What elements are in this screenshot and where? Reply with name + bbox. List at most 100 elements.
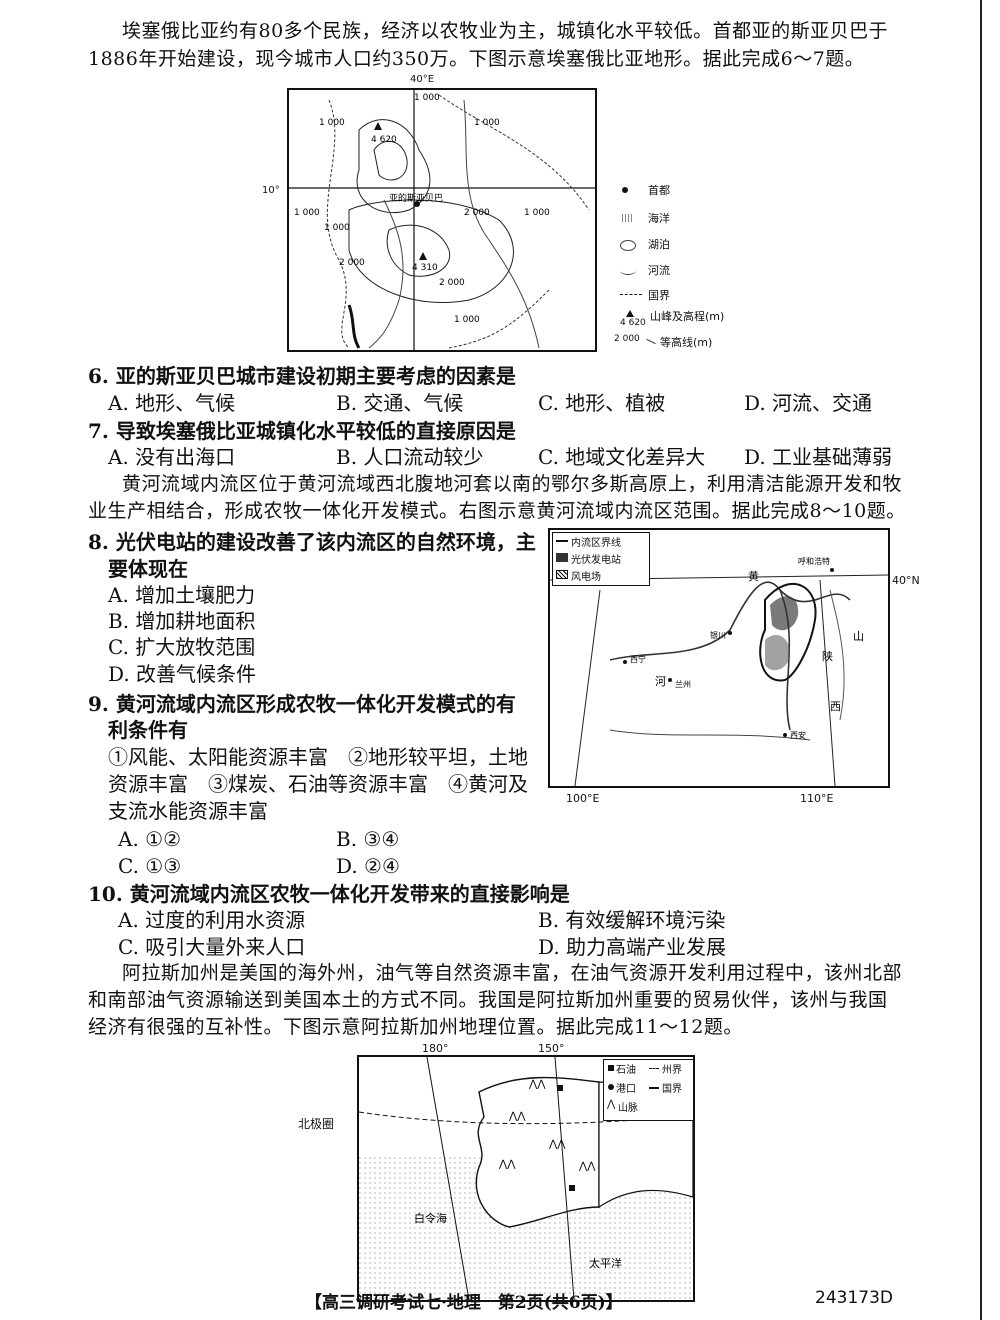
passage2-line1: 黄河流域内流区位于黄河流域西北腹地河套以南的鄂尔多斯高原上，利用清洁能源开发和牧 — [122, 473, 903, 495]
map3-legend-port: 港口 — [616, 1084, 636, 1095]
map1-contour-label: 1 000 — [319, 118, 345, 128]
map1-border-north — [438, 94, 590, 211]
q6-option-c[interactable]: C. 地形、植被 — [538, 391, 666, 415]
map1-contour-north — [356, 119, 431, 214]
passage1-line2: 1886年开始建设，现今城市人口约350万。下图示意埃塞俄比亚地形。据此完成6～… — [88, 48, 865, 70]
q9-stem-line2: 利条件有 — [108, 718, 188, 742]
map2-place: 西宁 — [630, 654, 646, 664]
map2-lat-label: 40°N — [892, 574, 920, 587]
map1-contour-label: 1 000 — [454, 315, 480, 325]
map1-border-south — [448, 289, 550, 349]
map1-peak1: 4 620 — [371, 135, 397, 145]
contour-icon — [646, 338, 656, 345]
border-icon — [620, 294, 642, 295]
q9-stem-line1: 9. 黄河流域内流区形成农牧一体化开发模式的有 — [88, 692, 516, 716]
legend-lake: 湖泊 — [648, 238, 670, 251]
pv-icon — [556, 553, 568, 562]
national-border-icon — [649, 1087, 659, 1089]
q8-option-a[interactable]: A. 增加土壤肥力 — [108, 583, 256, 607]
q8-option-b[interactable]: B. 增加耕地面积 — [108, 609, 256, 633]
q10-option-d[interactable]: D. 助力高端产业发展 — [538, 935, 727, 959]
mountain-icon: ⋀⋀ — [498, 1159, 516, 1170]
q8-stem-line2: 要体现在 — [108, 557, 188, 581]
map1-contour-label: 1 000 — [414, 93, 440, 103]
peak-marker-icon — [374, 122, 382, 130]
oil-icon — [608, 1065, 614, 1071]
map2-pv-area — [770, 596, 799, 631]
mountain-icon: ⋀⋀ — [578, 1161, 596, 1172]
map1-contour-inner-south — [386, 224, 451, 277]
q9-option-d[interactable]: D. ②④ — [336, 854, 400, 878]
legend-peak-value: 4 620 — [620, 318, 646, 328]
map2-place: 西安 — [790, 730, 806, 740]
footer-title: 【高三调研考试七·地理 第2页(共6页)】 — [305, 1293, 623, 1313]
map2-meridian-left — [574, 589, 601, 786]
legend-capital: 首都 — [648, 184, 670, 197]
map1-contour-label: 1 000 — [294, 208, 320, 218]
map3-bering-sea: 白令海 — [414, 1211, 447, 1225]
q9-items-line3: 支流水能资源丰富 — [108, 799, 268, 823]
q6-option-b[interactable]: B. 交通、气候 — [336, 391, 464, 415]
map3-meridian-180 — [426, 1057, 470, 1300]
q10-option-b[interactable]: B. 有效缓解环境污染 — [538, 908, 726, 932]
wind-icon — [556, 570, 568, 579]
map2-place: 西 — [830, 700, 841, 713]
mountain-legend-icon: ⋀ — [607, 1099, 616, 1110]
map2-inland-boundary — [759, 582, 817, 682]
map3-lon-150: 150° — [538, 1042, 565, 1055]
q6-stem: 6. 亚的斯亚贝巴城市建设初期主要考虑的因素是 — [88, 364, 516, 388]
map1-svg: 亚的斯亚贝巴 4 620 4 310 1 000 1 000 1 000 1 0… — [289, 90, 595, 350]
q7-option-a[interactable]: A. 没有出海口 — [108, 445, 236, 469]
map1-contour-label: 2 000 — [439, 278, 465, 288]
city-icon — [623, 660, 627, 664]
q8-stem-line1: 8. 光伏电站的建设改善了该内流区的自然环境，主 — [88, 530, 536, 554]
passage3-line3: 经济有很强的互补性。下图示意阿拉斯加州地理位置。据此完成11～12题。 — [88, 1016, 743, 1038]
q6-option-d[interactable]: D. 河流、交通 — [744, 391, 873, 415]
map2-yellow-river — [609, 581, 851, 661]
q7-option-b[interactable]: B. 人口流动较少 — [336, 445, 484, 469]
mountain-icon: ⋀⋀ — [508, 1111, 526, 1122]
legend-contour: 等高线(m) — [660, 336, 713, 349]
q7-option-c[interactable]: C. 地域文化差异大 — [538, 445, 706, 469]
map3-legend-state-border: 州界 — [662, 1065, 682, 1076]
map2-legend-boundary: 内流区界线 — [571, 538, 621, 549]
oil-field-icon — [557, 1085, 563, 1091]
map3-alaska-landmass — [475, 1076, 600, 1228]
map2-place: 兰州 — [675, 679, 691, 689]
map3-alaska: ⋀⋀ ⋀⋀ ⋀⋀ ⋀⋀ ⋀⋀ 白令海 太平洋 石油 州界 港口 国界 ⋀ 山脉 — [357, 1055, 695, 1302]
q8-option-d[interactable]: D. 改善气候条件 — [108, 662, 257, 686]
peak-icon — [626, 310, 634, 317]
q6-option-a[interactable]: A. 地形、气候 — [108, 391, 236, 415]
map1-lake — [347, 304, 361, 349]
city-icon — [728, 631, 732, 635]
map2-place: 呼和浩特 — [798, 556, 830, 566]
q10-option-a[interactable]: A. 过度的利用水资源 — [118, 908, 306, 932]
map1-contour-label: 1 000 — [474, 118, 500, 128]
lake-icon — [620, 240, 636, 251]
map3-pacific: 太平洋 — [589, 1256, 622, 1270]
map3-legend: 石油 州界 港口 国界 ⋀ 山脉 — [603, 1059, 693, 1121]
map2-lon-left: 100°E — [566, 792, 600, 805]
map1-peak2: 4 310 — [412, 263, 438, 273]
map2-place: 河 — [655, 675, 666, 688]
q9-option-a[interactable]: A. ①② — [118, 827, 182, 851]
river-icon — [620, 266, 636, 275]
mountain-icon: ⋀⋀ — [548, 1139, 566, 1150]
legend-ocean: 海洋 — [648, 212, 670, 225]
q9-option-b[interactable]: B. ③④ — [336, 827, 400, 851]
q7-option-d[interactable]: D. 工业基础薄弱 — [744, 445, 893, 469]
map2-place: 黄 — [748, 569, 759, 583]
city-icon — [668, 678, 672, 682]
passage1-line1: 埃塞俄比亚约有80多个民族，经济以农牧业为主，城镇化水平较低。首都亚的斯亚贝巴于 — [122, 20, 889, 42]
map1-contour-label: 1 000 — [524, 208, 550, 218]
map2-border — [829, 589, 845, 721]
map3-legend-oil: 石油 — [616, 1065, 636, 1076]
map2-meridian-right — [819, 579, 836, 786]
q9-option-c[interactable]: C. ①③ — [118, 854, 182, 878]
map2-place: 陕 — [822, 649, 833, 663]
q10-option-c[interactable]: C. 吸引大量外来人口 — [118, 935, 306, 959]
q8-option-c[interactable]: C. 扩大放牧范围 — [108, 635, 256, 659]
map1-lon-label: 40°E — [410, 74, 435, 85]
map3-meridian-150 — [554, 1057, 575, 1300]
state-border-icon — [649, 1068, 659, 1069]
